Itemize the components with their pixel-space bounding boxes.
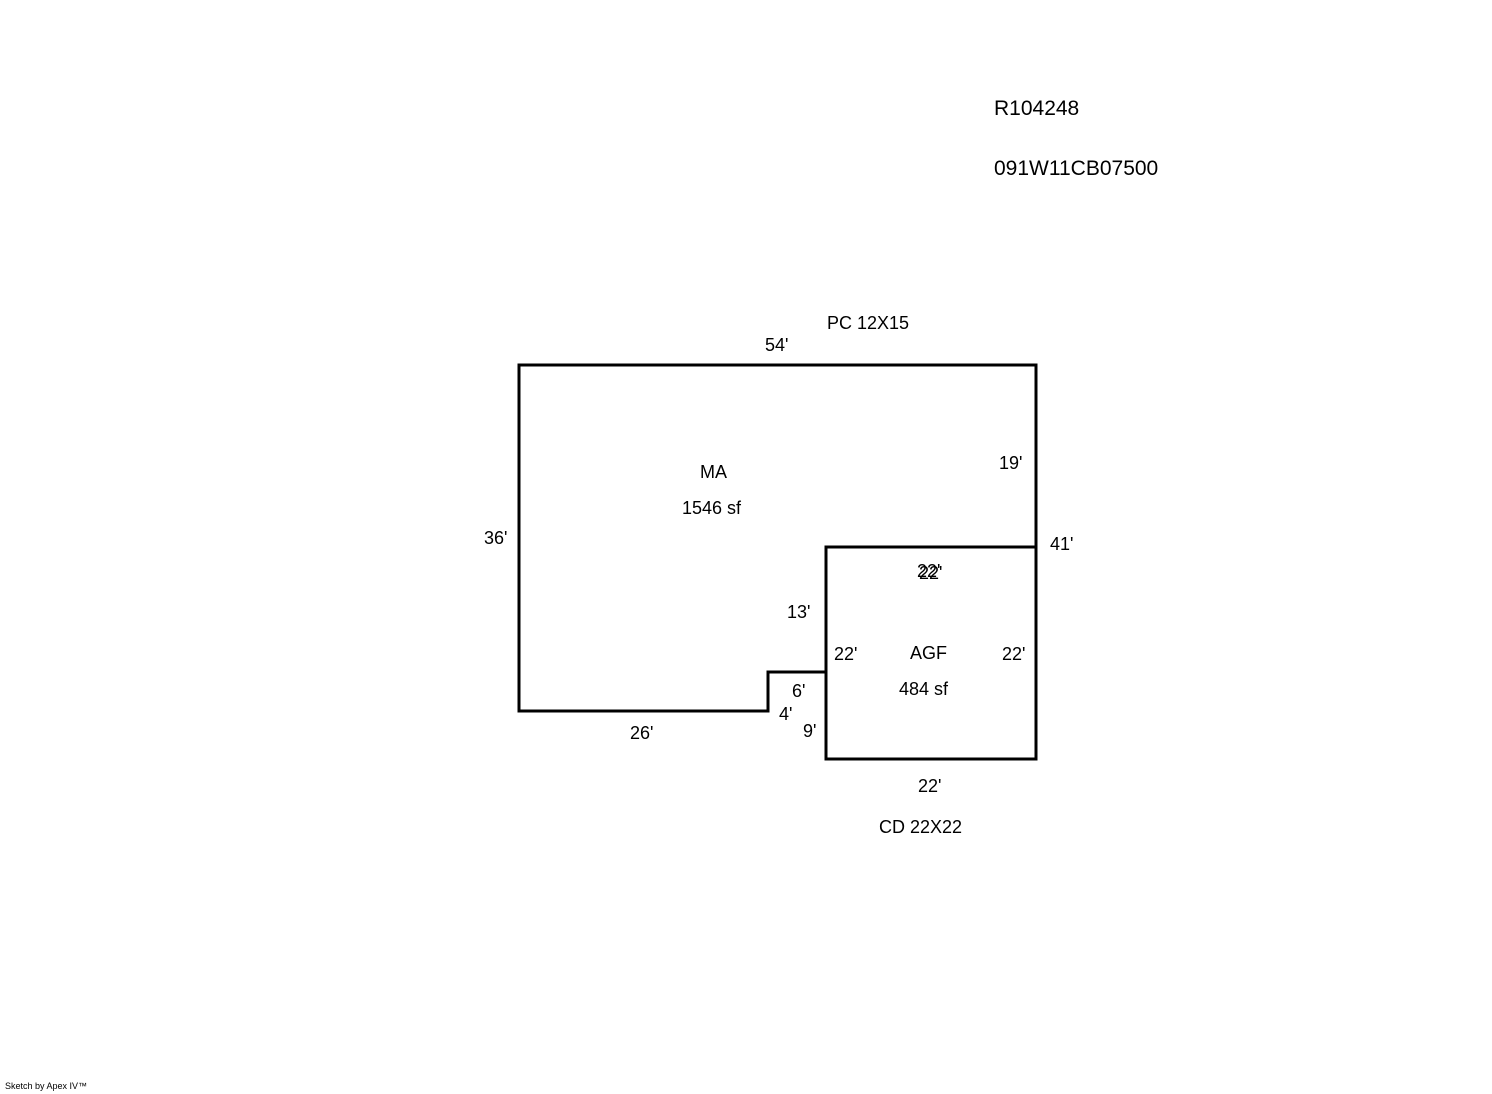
dimension-top: 54' [765, 335, 789, 355]
dimension-right-upper: 19' [999, 453, 1023, 473]
main-area-outline [517, 363, 1038, 713]
main-area-size: 1546 sf [682, 498, 742, 518]
dimension-inner-vertical: 13' [787, 602, 811, 622]
garage-area-code: AGF [910, 643, 948, 663]
sketch-credit: Sketch by Apex IV™ [5, 1081, 88, 1091]
garage-outline [824, 545, 1038, 761]
dimension-left: 36' [484, 528, 508, 548]
dimension-garage-top-overprint: 22' [919, 563, 943, 583]
record-id: R104248 [994, 97, 1080, 120]
main-area-code: MA [700, 462, 727, 482]
dimension-notch-width: 6' [792, 681, 806, 701]
dimension-lower-vertical: 9' [803, 721, 817, 741]
porch-note: PC 12X15 [827, 313, 910, 333]
dimension-garage-top: 22' [917, 561, 941, 581]
parcel-number: 091W11CB07500 [994, 157, 1159, 180]
dimension-garage-left: 22' [834, 644, 858, 664]
deck-note: CD 22X22 [879, 817, 963, 837]
dimension-notch-height: 4' [779, 704, 793, 724]
dimension-garage-bottom: 22' [918, 776, 942, 796]
garage-area-size: 484 sf [899, 679, 949, 699]
dimension-bottom-left: 26' [630, 723, 654, 743]
dimension-right-total: 41' [1050, 534, 1074, 554]
dimension-garage-right: 22' [1002, 644, 1026, 664]
